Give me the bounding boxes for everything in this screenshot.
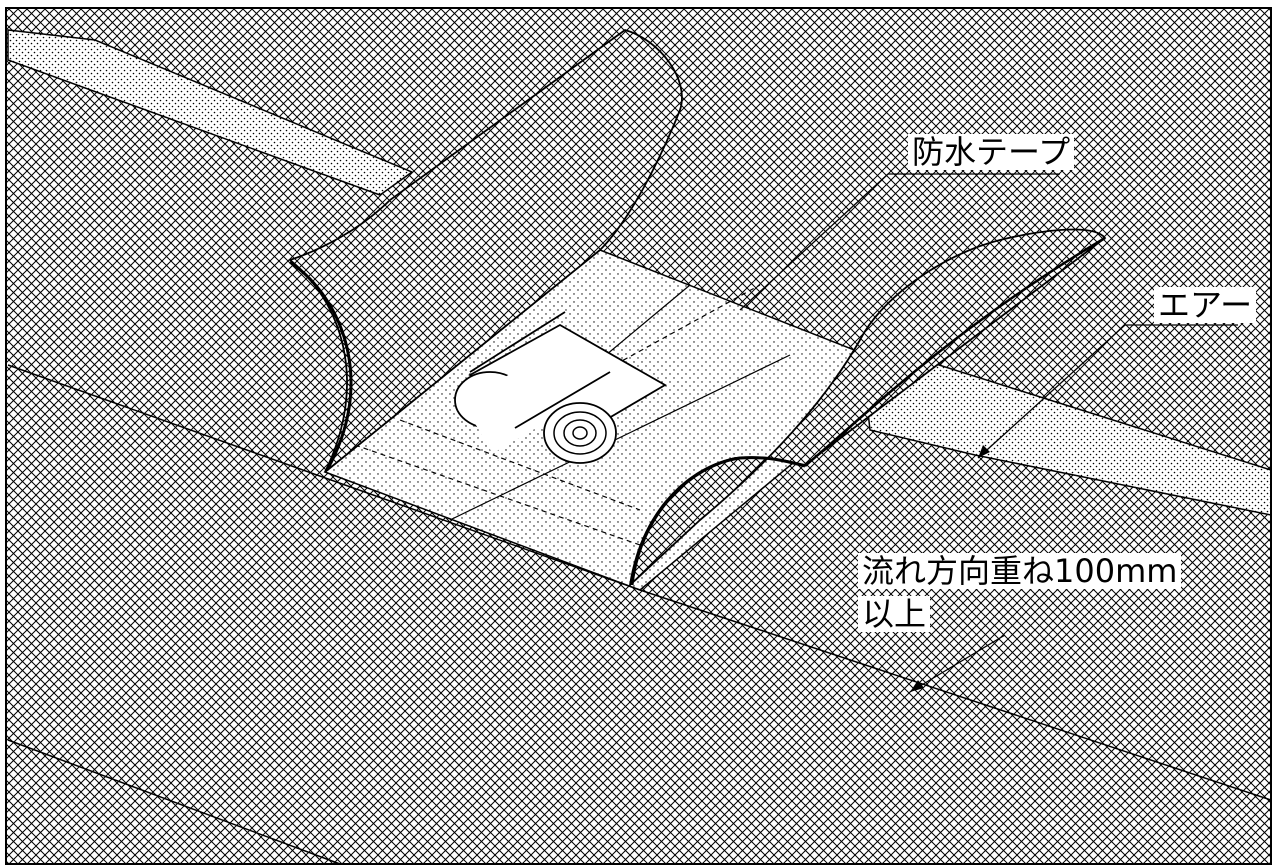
leader-overlap-arrow (910, 680, 924, 692)
tape-roll-ring (553, 411, 607, 455)
upper-dotted-strip (7, 29, 414, 196)
right-sheet-curl-edge (630, 456, 806, 586)
overlap-label-line2: 以上 (858, 596, 931, 632)
lap-line (7, 739, 341, 865)
leader-waterproof-tape (739, 173, 889, 311)
lap-line (7, 364, 641, 591)
tape-roll (454, 311, 667, 464)
tape-edge-line (449, 354, 791, 521)
base-sheet-dashed-line (399, 419, 641, 511)
lap-line (639, 589, 1272, 801)
tape-roll-bottom-edge (514, 371, 611, 429)
tape-roll-ring (563, 419, 597, 447)
air-label: エアー (1154, 287, 1257, 323)
leader-overlap (909, 634, 1006, 693)
tape-roll-top-edge (469, 311, 566, 373)
leader-air (977, 324, 1126, 459)
right-sheet-tip (804, 236, 1106, 467)
tape-roll-cylinder (462, 346, 588, 454)
tape-roll-core (572, 426, 588, 440)
left-rolled-sheet (288, 29, 683, 473)
diagram-frame (5, 7, 1272, 865)
tape-edge-line (599, 284, 691, 361)
leader-air-arrow (978, 445, 990, 458)
waterproof-tape-label: 防水テープ (908, 134, 1075, 170)
left-sheet-curl-edge (289, 260, 353, 471)
overlap-label-line1: 流れ方向重ね100mm (858, 553, 1182, 589)
